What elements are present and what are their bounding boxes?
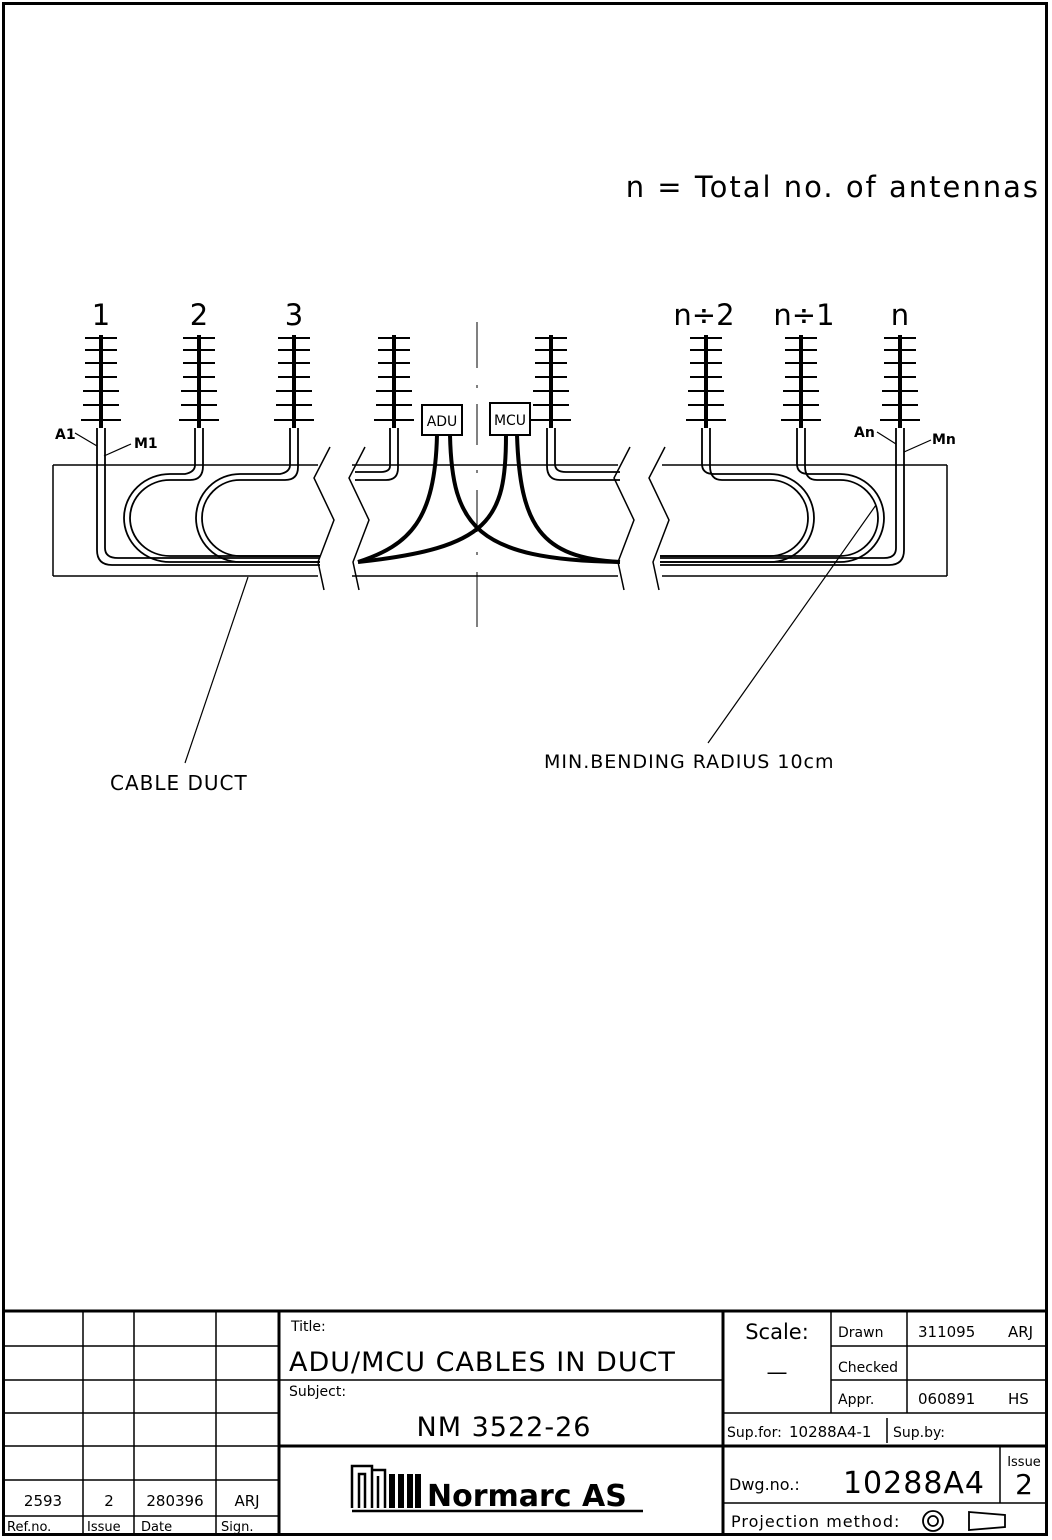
company-name: Normarc AS [427, 1479, 627, 1514]
antenna-5 [531, 335, 571, 428]
dwg-no-label: Dwg.no.: [729, 1475, 800, 1494]
antenna-n [880, 335, 920, 428]
checked-label: Checked [838, 1360, 898, 1376]
cable-duct [52, 446, 948, 591]
cable-tag-a1: A1 [55, 427, 76, 443]
rev-date: 280396 [146, 1492, 203, 1510]
antenna-label-n: n [891, 298, 909, 332]
drawing-subject: NM 3522-26 [417, 1412, 592, 1443]
antenna-n-minus-2 [686, 335, 726, 428]
rev-sign: ARJ [234, 1492, 259, 1510]
antenna-4 [374, 335, 414, 428]
cable-tag-an: An [854, 425, 875, 441]
title-block-grid [5, 1309, 1046, 1535]
header-date: Date [141, 1520, 172, 1535]
antenna-label-3: 3 [285, 298, 303, 332]
scale-value: — [767, 1360, 788, 1384]
mcu-label: MCU [494, 413, 526, 429]
rev-issue: 2 [104, 1492, 114, 1510]
antenna-1 [81, 335, 121, 428]
issue-label: Issue [1007, 1455, 1041, 1470]
subject-label: Subject: [289, 1384, 346, 1400]
projection-label: Projection method: [731, 1512, 900, 1531]
antenna-label-1: 1 [92, 298, 110, 332]
rev-ref-no: 2593 [24, 1492, 62, 1510]
adu-mcu-cables [357, 434, 621, 564]
appr-sign: HS [1008, 1390, 1029, 1408]
cable-tag-m1: M1 [134, 436, 158, 452]
antenna-n-minus-1 [781, 335, 821, 428]
drawing-title: ADU/MCU CABLES IN DUCT [289, 1347, 676, 1378]
dwg-no-value: 10288A4 [843, 1466, 985, 1501]
adu-label: ADU [427, 414, 458, 430]
adu-box: ADU [421, 404, 463, 436]
cable-tag-leaders [74, 431, 932, 457]
antenna-2 [179, 335, 219, 428]
header-sign: Sign. [221, 1520, 254, 1535]
antenna-label-2: 2 [190, 298, 208, 332]
antenna-label-n-minus-2: n÷2 [673, 298, 734, 332]
cable-tag-mn: Mn [932, 432, 956, 448]
header-ref-no: Ref.no. [7, 1520, 51, 1535]
antenna-label-n-minus-1: n÷1 [773, 298, 834, 332]
antenna-3 [274, 335, 314, 428]
mcu-box: MCU [489, 402, 531, 436]
drawn-label: Drawn [838, 1325, 883, 1341]
sup-for-value: 10288A4-1 [789, 1423, 871, 1441]
scale-label: Scale: [745, 1320, 809, 1344]
bending-radius-callout: MIN.BENDING RADIUS 10cm [544, 751, 835, 773]
normarc-logo: Normarc AS [350, 1464, 643, 1514]
appr-date: 060891 [918, 1390, 975, 1408]
sup-by-label: Sup.by: [893, 1425, 945, 1441]
sup-for-label: Sup.for: [727, 1425, 782, 1441]
projection-symbol [922, 1510, 1006, 1532]
header-issue: Issue [87, 1520, 121, 1535]
drawn-date: 311095 [918, 1323, 975, 1341]
issue-value: 2 [1015, 1468, 1033, 1501]
appr-label: Appr. [838, 1392, 874, 1408]
drawn-sign: ARJ [1008, 1323, 1033, 1341]
antenna-cables [96, 428, 905, 566]
antenna-count-note: n = Total no. of antennas [626, 170, 1040, 204]
title-label: Title: [290, 1319, 326, 1335]
cable-duct-callout: CABLE DUCT [110, 771, 248, 795]
callout-leaders [184, 504, 877, 764]
